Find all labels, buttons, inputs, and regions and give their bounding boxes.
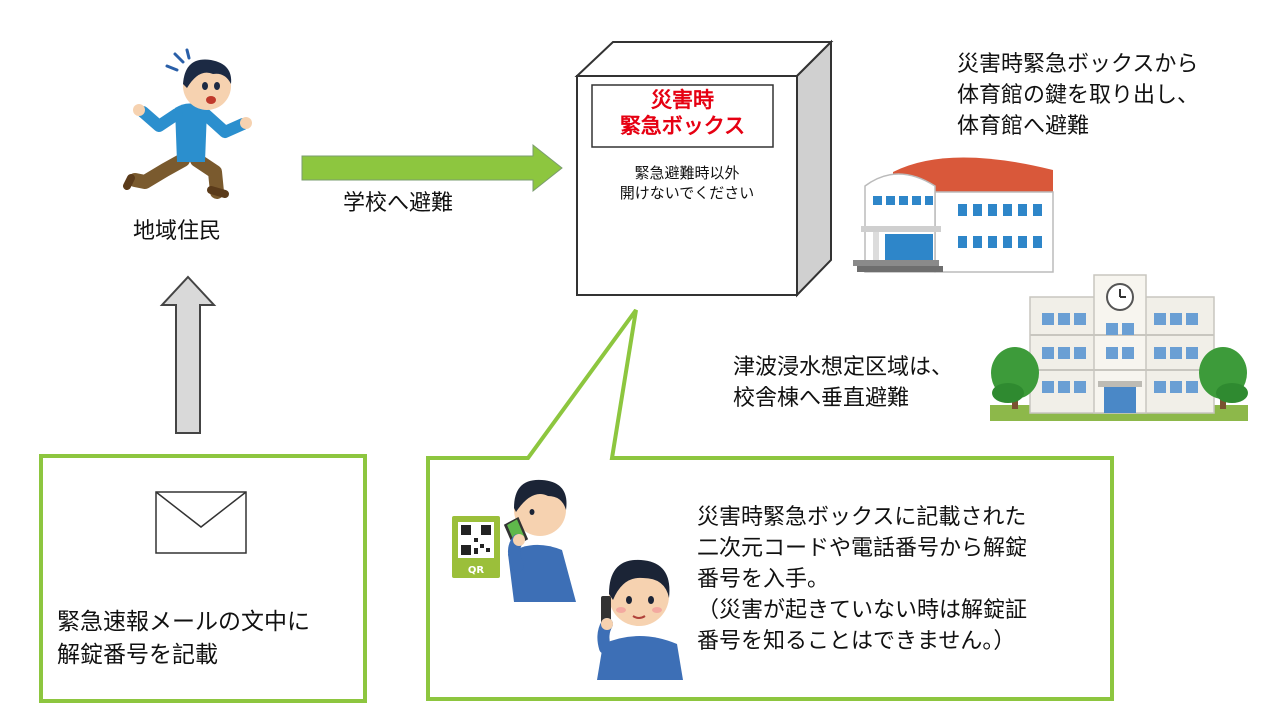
emergency-box-notice-line1: 緊急避難時以外: [634, 164, 740, 182]
person-on-phone-illustration: [597, 559, 683, 680]
right-arrow-green: [301, 143, 563, 193]
email-box-line1: 緊急速報メールの文中に: [57, 609, 310, 635]
up-arrow-gray: [159, 275, 217, 434]
emergency-box-illustration: [574, 39, 834, 298]
tsunami-instruction-line2: 校舎棟へ垂直避難: [733, 386, 910, 411]
emergency-box-notice-line2: 開けないでください: [619, 184, 755, 202]
gym-instruction-line2: 体育館の鍵を取り出し、: [957, 83, 1200, 108]
email-box-line2: 解錠番号を記載: [57, 642, 218, 668]
qr-label: QR: [468, 565, 485, 576]
emergency-box-title-line1: 災害時: [651, 88, 714, 112]
envelope-icon: [155, 491, 247, 554]
resident-label: 地域住民: [133, 219, 222, 244]
tsunami-instruction-line1: 津波浸水想定区域は、: [733, 355, 954, 380]
qr-box-line2: 二次元コードや電話番号から解錠: [697, 536, 1028, 561]
qr-box-line3: 番号を入手。: [697, 567, 830, 592]
qr-code-icon: QR: [452, 516, 500, 578]
gym-instruction-line3: 体育館へ避難: [957, 114, 1090, 139]
running-resident-illustration: [123, 48, 252, 199]
evacuate-to-school-label: 学校へ避難: [343, 191, 454, 216]
qr-box-line1: 災害時緊急ボックスに記載された: [697, 505, 1027, 530]
qr-box-line5: 番号を知ることはできません。）: [697, 629, 1016, 654]
gym-instruction-line1: 災害時緊急ボックスから: [957, 52, 1199, 77]
qr-box-line4: （災害が起きていない時は解錠証: [697, 598, 1028, 623]
gymnasium-illustration: [853, 157, 1054, 273]
emergency-box-title-line2: 緊急ボックス: [619, 114, 746, 138]
school-building-illustration: [990, 274, 1248, 421]
person-scanning-qr-illustration: [503, 479, 576, 602]
